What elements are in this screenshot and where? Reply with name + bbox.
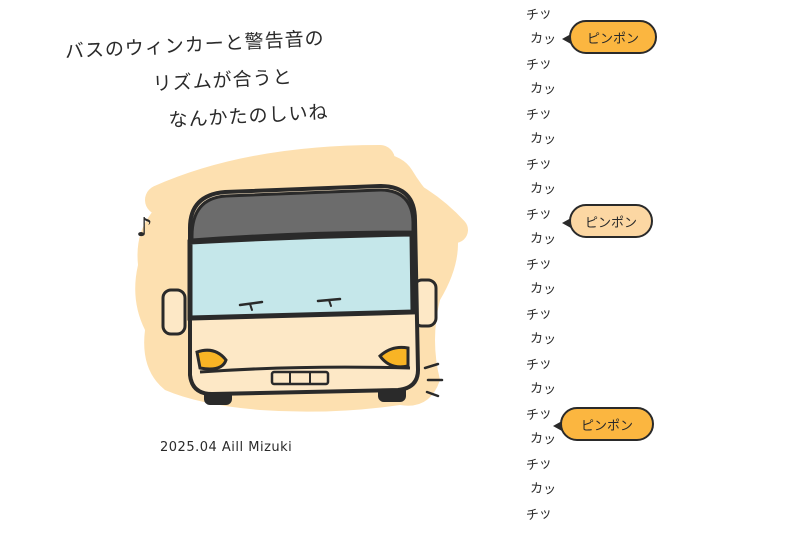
sound-text: チッ [525, 356, 553, 374]
speech-bubble: ピンポン [562, 204, 653, 238]
left-mirror [161, 288, 187, 336]
music-note-icon: ♪ [136, 213, 153, 243]
sound-text: カッ [529, 481, 557, 498]
left-wiper [238, 300, 264, 307]
sound-text: カッ [529, 81, 557, 98]
sound-text: カッ [529, 181, 557, 198]
sound-text: カッ [529, 231, 557, 248]
sound-text: チッ [525, 506, 553, 524]
bubble-text: ピンポン [586, 31, 639, 47]
sound-text: カッ [529, 281, 557, 298]
sound-text: チッ [525, 206, 553, 224]
blinker-marks [423, 362, 444, 398]
sound-column: チッ カッ チッ カッ チッ カッ チッ カッ チッ カッ チッ カッ チッ カ… [525, 2, 560, 527]
left-headlight [195, 348, 228, 371]
bumper [199, 365, 411, 374]
sound-text: チッ [525, 256, 553, 274]
sound-text: カッ [529, 381, 557, 398]
sound-text: チッ [525, 156, 553, 174]
grille [270, 370, 330, 386]
right-headlight [378, 345, 410, 369]
signature: 2025.04 Aill Mizuki [160, 440, 293, 455]
sound-text: カッ [529, 131, 557, 148]
windshield [187, 231, 416, 321]
speech-bubble: ピンポン [562, 20, 657, 54]
caption: バスのウィンカーと警告音の リズムが合うと なんかたのしいね [64, 18, 369, 145]
sound-text: チッ [525, 106, 553, 124]
sound-text: チッ [525, 456, 553, 474]
sound-text: チッ [525, 56, 553, 74]
sound-text: カッ [529, 331, 557, 348]
bubble-text: ピンポン [580, 418, 633, 434]
bus-roof [190, 188, 415, 242]
sound-text: チッ [525, 6, 553, 24]
speech-bubble: ピンポン [553, 407, 654, 441]
bubble-tail [553, 421, 562, 431]
bubble-text: ピンポン [584, 215, 637, 231]
bubble-tail [562, 34, 571, 44]
sound-text: カッ [529, 31, 557, 48]
bubble-tail [562, 218, 571, 228]
sound-text: チッ [525, 306, 553, 324]
